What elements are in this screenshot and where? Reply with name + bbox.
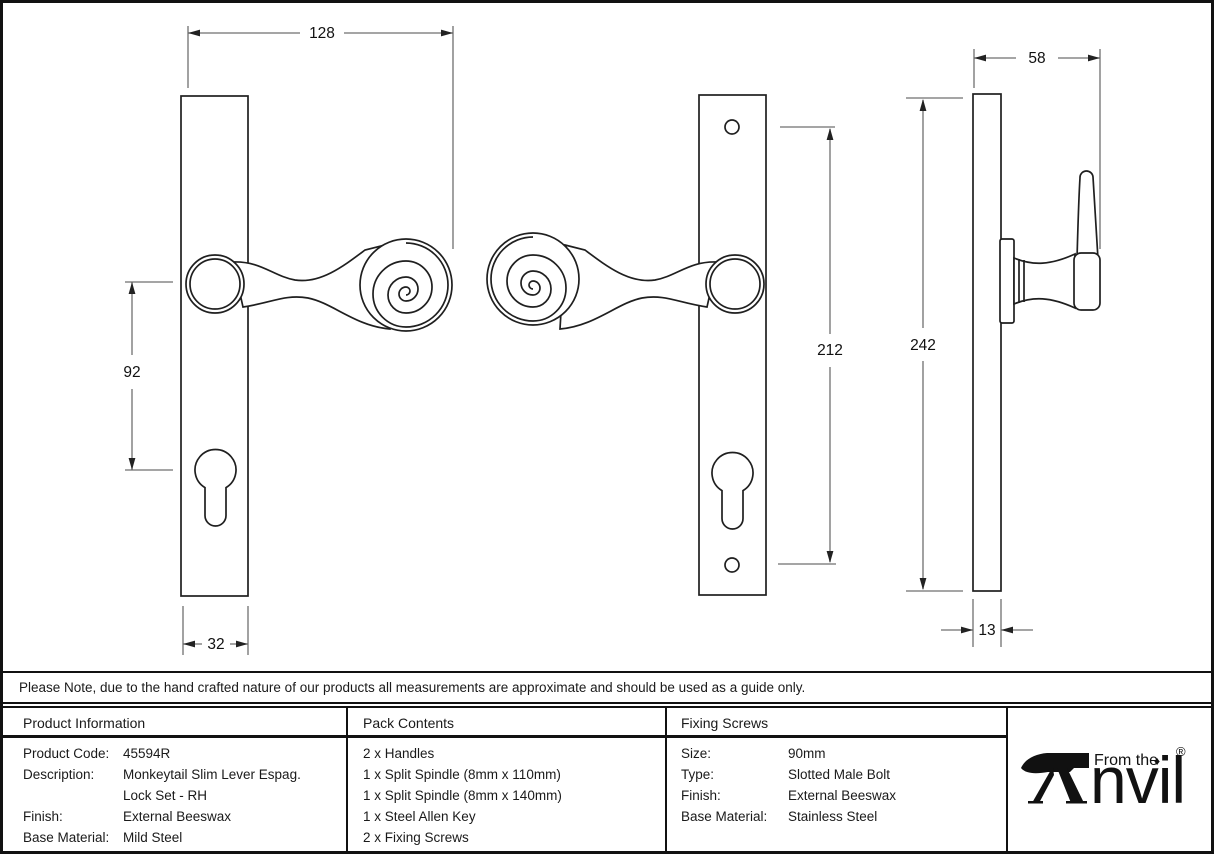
table-row: Finish: External Beeswax xyxy=(681,787,897,803)
table-row: 1 x Split Spindle (8mm x 140mm) xyxy=(363,787,562,803)
dim-label-32: 32 xyxy=(207,636,224,653)
dim-plate-height xyxy=(906,97,963,592)
pack-contents-cell: 2 x Handles 1 x Split Spindle (8mm x 110… xyxy=(363,744,653,849)
product-information-cell: Product Code: 45594R Description: Monkey… xyxy=(23,744,333,849)
table-row: Size: 90mm xyxy=(681,746,826,761)
logo-registered-mark: ® xyxy=(1176,744,1186,759)
table-row: Base Material: Stainless Steel xyxy=(681,808,878,824)
keyhole-right xyxy=(711,451,754,530)
lever-grip xyxy=(1073,252,1101,311)
table-row: Description: Monkeytail Slim Lever Espag… xyxy=(23,766,301,782)
table-row: 2 x Fixing Screws xyxy=(363,829,469,845)
note-text: Please Note, due to the hand crafted nat… xyxy=(19,680,806,695)
front-left-view xyxy=(180,95,453,597)
logo-diamond-icon: ♦ xyxy=(1154,754,1160,768)
dim-label-13: 13 xyxy=(978,622,995,639)
note-box: Please Note, due to the hand crafted nat… xyxy=(3,671,1211,704)
dim-arrowheads xyxy=(128,29,1100,648)
dim-overall-width xyxy=(187,26,454,249)
table-row: 1 x Split Spindle (8mm x 110mm) xyxy=(363,766,561,782)
front-right-view xyxy=(486,94,767,596)
dim-label-242: 242 xyxy=(910,337,936,354)
table-header-underline xyxy=(3,735,1006,738)
product-information-header: Product Information xyxy=(23,715,146,731)
pack-contents-header: Pack Contents xyxy=(363,715,455,731)
spec-table: Product Information Product Code: 45594R… xyxy=(3,706,1211,851)
table-row: Lock Set - RH xyxy=(123,787,208,803)
brand-logo: nvil From the ♦ ® xyxy=(1008,708,1211,851)
dim-label-212: 212 xyxy=(817,342,843,359)
dim-label-58: 58 xyxy=(1028,50,1045,67)
screw-hole-bottom xyxy=(724,557,740,573)
side-view xyxy=(972,93,1101,592)
table-divider xyxy=(346,708,348,851)
table-row: Product Code: 45594R xyxy=(23,746,171,761)
table-row: 1 x Steel Allen Key xyxy=(363,808,476,824)
table-divider xyxy=(1006,708,1008,851)
fixing-screws-cell: Size: 90mm Type: Slotted Male Bolt Finis… xyxy=(681,744,991,828)
rose-flange xyxy=(999,238,1015,324)
table-row: Finish: External Beeswax xyxy=(23,808,232,824)
table-row: Base Material: Mild Steel xyxy=(23,829,183,845)
dim-screw-centres xyxy=(778,126,836,565)
keyhole-left xyxy=(194,448,237,527)
technical-drawing: 128 92 32 212 242 58 13 xyxy=(123,25,1101,655)
dim-lever-to-cylinder xyxy=(125,281,173,471)
logo-brand-text: nvil xyxy=(1090,743,1185,817)
table-divider xyxy=(665,708,667,851)
dim-label-128: 128 xyxy=(309,25,335,42)
dim-label-92: 92 xyxy=(123,364,140,381)
fixing-screws-header: Fixing Screws xyxy=(681,715,769,731)
table-row: Type: Slotted Male Bolt xyxy=(681,766,891,782)
anvil-logo-icon: nvil From the ♦ ® xyxy=(1021,743,1186,817)
screw-hole-top xyxy=(724,119,740,135)
logo-tagline: From the xyxy=(1094,752,1158,769)
table-row: 2 x Handles xyxy=(363,746,435,761)
